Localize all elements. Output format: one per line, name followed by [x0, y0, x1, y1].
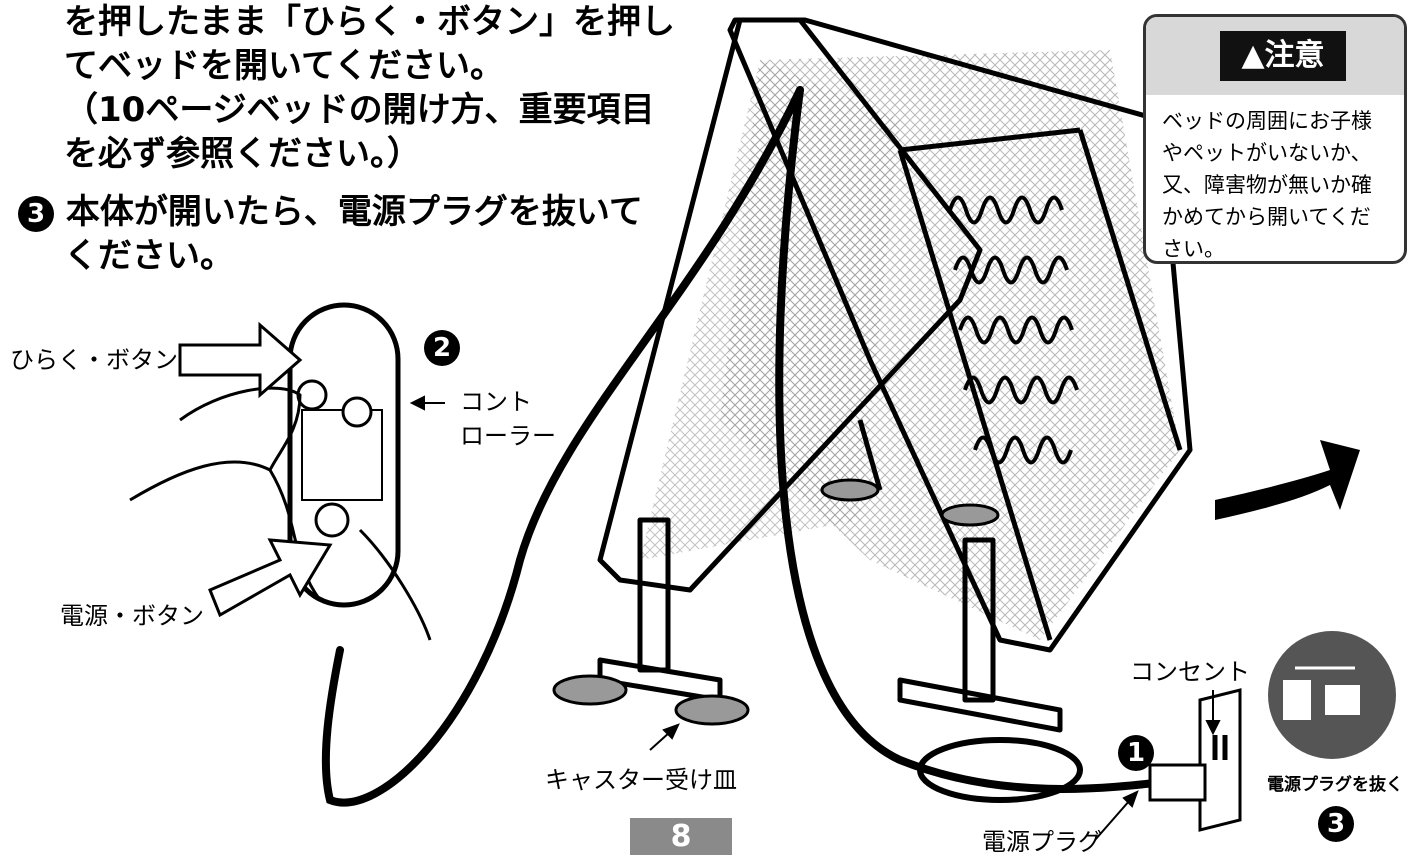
power-cord: [321, 86, 1184, 807]
open-direction-arrow: [1215, 440, 1360, 520]
controller-label-line: コント: [460, 388, 532, 416]
controller-label-line: ローラー: [460, 422, 556, 450]
outlet-label: コンセント: [1130, 658, 1250, 686]
instruction-block: を押したまま「ひらく・ボタン」を押し てベッドを開いてください。 （10ページベ…: [64, 0, 675, 176]
instruction-line: 3 本体が開いたら、電源プラグを抜いて: [18, 190, 643, 234]
outlet-badge: 1: [1118, 735, 1154, 771]
unplug-symbol: [1268, 631, 1396, 759]
step-2-badge: 2: [424, 330, 460, 366]
remote-controller: [287, 302, 401, 608]
caution-text: ベッドの周囲にお子様 やペットがいないか、 又、障害物が無いか確 かめてから開い…: [1146, 95, 1404, 261]
instruction-line: を必ず参照ください。）: [64, 134, 421, 174]
step-3-badge: 3: [1318, 806, 1354, 842]
caution-header: ▲注意: [1146, 17, 1404, 95]
instruction-line: （10ページベッドの開け方、重要項目: [64, 90, 655, 130]
unplug-label: 電源プラグを抜く: [1267, 775, 1403, 795]
step-3-badge: 3: [18, 195, 54, 232]
instruction-line: を押したまま「ひらく・ボタン」を押し: [64, 2, 675, 42]
caution-box: ▲注意 ベッドの周囲にお子様 やペットがいないか、 又、障害物が無いか確 かめて…: [1143, 14, 1407, 264]
plug-label: 電源プラグ: [982, 828, 1102, 856]
instruction-line: ください。: [64, 236, 234, 276]
step3-instruction: 3 本体が開いたら、電源プラグを抜いて ください。: [18, 190, 643, 278]
controller-label: コント ローラー: [460, 385, 556, 453]
open-button-label: ひらく・ボタン: [10, 346, 178, 374]
caster-tray-label: キャスター受け皿: [545, 766, 737, 794]
bed-mesh-panels: [640, 50, 1180, 640]
power-button-label: 電源・ボタン: [60, 602, 204, 630]
pointer-arrows: [178, 321, 333, 618]
unplug-badge: 3: [1318, 806, 1354, 842]
step-1-badge: 1: [1118, 735, 1154, 771]
controller-badge: 2: [424, 330, 460, 366]
caution-line: 又、障害物が無いか確: [1162, 173, 1372, 197]
outlet-and-plug: [1148, 688, 1242, 832]
caution-line: かめてから開いてくだ: [1162, 205, 1371, 229]
caution-line: さい。: [1162, 237, 1225, 261]
caution-line: やペットがいないか、: [1162, 141, 1372, 165]
bed-springs: [948, 195, 1079, 465]
caster-trays: [552, 478, 1000, 726]
caution-title: ▲注意: [1220, 31, 1346, 81]
step-3-text: 本体が開いたら、電源プラグを抜いて: [65, 192, 643, 232]
page-number: 8: [630, 818, 732, 855]
label-arrows: [409, 395, 1221, 841]
caution-line: ベッドの周囲にお子様: [1162, 109, 1372, 133]
instruction-line: てベッドを開いてください。: [64, 46, 504, 86]
